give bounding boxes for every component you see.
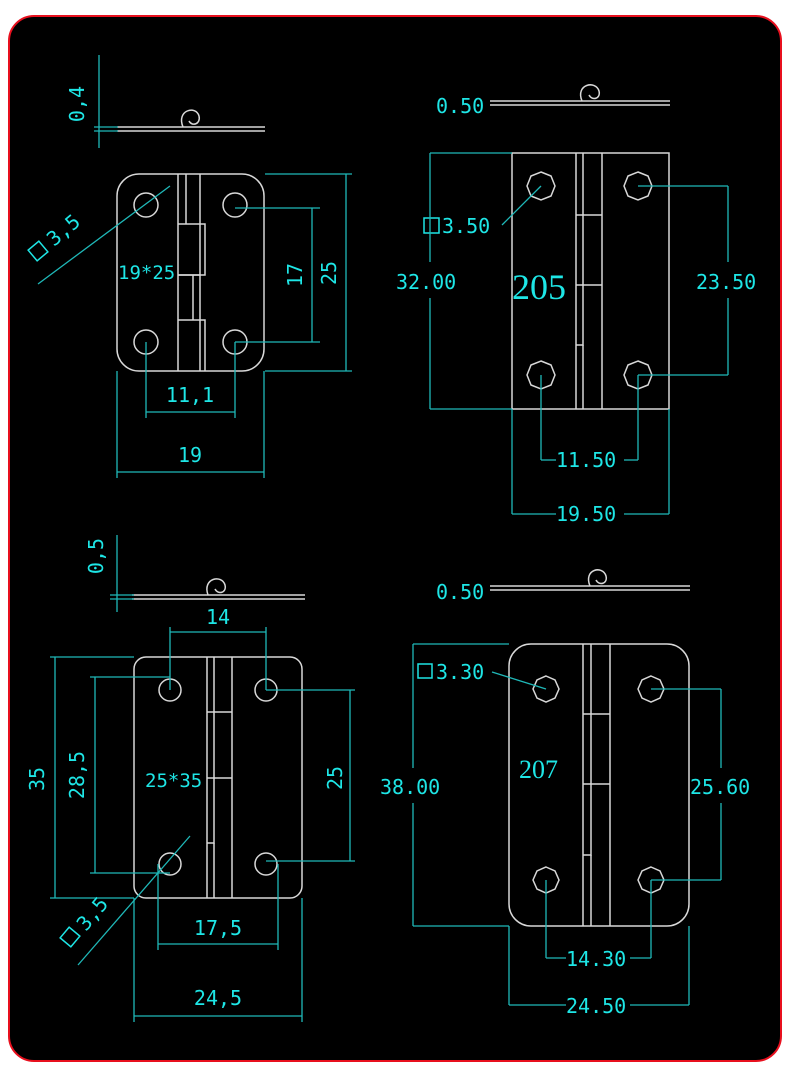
hinge1-height-label: 25 xyxy=(317,261,341,285)
hinge1-thickness-dim: 0,4 xyxy=(65,55,118,148)
hinge3-thickness-dim: 0,5 xyxy=(84,535,134,612)
hinge3-hole-spacing-v-left-label: 28,5 xyxy=(65,751,89,799)
hinge2-hole-label: 3.50 xyxy=(442,214,490,238)
hinge2-side-profile: 0.50 xyxy=(436,84,670,118)
hinge3-hole xyxy=(254,852,278,876)
hinge2-hole xyxy=(623,171,653,201)
square-symbol-icon xyxy=(417,663,433,679)
hinge4-model-label: 207 xyxy=(519,755,558,784)
hinge1-hole-spacing-h-label: 11,1 xyxy=(166,383,214,407)
hinge2-vertical-dim: 23.50 xyxy=(638,185,756,376)
hinge2-plate xyxy=(511,152,670,410)
hinge3-height-label: 35 xyxy=(25,767,49,791)
hinge-25x35: 0,5 25*35 14 35 xyxy=(25,535,355,1022)
hinge2-width-label: 19.50 xyxy=(556,502,616,526)
hinge-19x25: 0,4 19*25 3,5 17 xyxy=(27,55,352,478)
hinge3-plate xyxy=(133,656,303,899)
hinge3-top-hole-dim: 14 xyxy=(169,605,267,690)
hinge1-hole xyxy=(222,192,248,218)
hinge-207: 0.50 207 3.30 38.00 xyxy=(380,569,750,1018)
hinge4-hole xyxy=(532,675,560,703)
hinge4-hole-dim: 3.30 xyxy=(417,660,547,690)
hinge2-model-label: 205 xyxy=(512,267,566,307)
hinge3-side-profile xyxy=(132,578,305,600)
hinge4-hole-label: 3.30 xyxy=(436,660,484,684)
hinge1-thickness-label: 0,4 xyxy=(65,86,89,122)
hinge2-height-label: 32.00 xyxy=(396,270,456,294)
hinge4-height-dim: 38.00 xyxy=(380,643,509,927)
hinge3-bottom-dims: 17,5 24,5 xyxy=(133,864,303,1022)
hinge1-hole xyxy=(133,192,159,218)
hinge4-width-label: 24.50 xyxy=(566,994,626,1018)
hinge4-hole-spacing-h-label: 14.30 xyxy=(566,947,626,971)
hinge3-top-hole-spacing-label: 14 xyxy=(206,605,230,629)
hinge3-size-label: 25*35 xyxy=(145,770,202,792)
hinge1-horizontal-dims: 11,1 19 xyxy=(116,342,265,478)
hinge3-left-dims: 35 28,5 xyxy=(25,656,170,899)
hinge3-hole-dim: 3,5 xyxy=(59,835,191,966)
hinge1-width-label: 19 xyxy=(178,443,202,467)
hinge4-horizontal-dims: 14.30 24.50 xyxy=(508,880,690,1018)
hinge4-hole-spacing-v-label: 25.60 xyxy=(690,775,750,799)
hinge4-hole xyxy=(637,675,665,703)
square-symbol-icon xyxy=(27,240,49,262)
hinge2-hole-dim: 3.50 xyxy=(423,185,542,238)
hinge4-plate xyxy=(508,643,690,927)
hinge4-thickness-label: 0.50 xyxy=(436,580,484,604)
hinge1-hole-spacing-v-label: 17 xyxy=(283,263,307,287)
hinge1-vertical-dims: 17 25 xyxy=(235,173,352,372)
hinge2-height-dim: 32.00 xyxy=(396,152,512,410)
hinge3-width-label: 24,5 xyxy=(194,986,242,1010)
drawing-frame xyxy=(8,15,782,1062)
hinge-205: 0.50 205 3.50 32.00 xyxy=(396,84,756,526)
square-symbol-icon xyxy=(423,217,440,234)
hinge3-hole xyxy=(158,852,182,876)
hinge3-hole-spacing-v-right-label: 25 xyxy=(323,766,347,790)
hinge3-thickness-label: 0,5 xyxy=(84,538,108,574)
hinge2-horizontal-dims: 11.50 19.50 xyxy=(511,375,670,526)
hinge3-hole-spacing-h-label: 17,5 xyxy=(194,916,242,940)
hinge2-hole xyxy=(526,171,556,201)
hinge1-hole-label: 3,5 xyxy=(42,209,85,251)
hinge4-height-label: 38.00 xyxy=(380,775,440,799)
hinge1-size-label: 19*25 xyxy=(118,262,175,284)
hinge4-side-profile: 0.50 xyxy=(436,569,690,604)
hinge4-vertical-dim: 25.60 xyxy=(651,688,750,881)
hinge2-thickness-label: 0.50 xyxy=(436,94,484,118)
hinge1-side-profile xyxy=(117,109,265,132)
hinge2-hole-spacing-v-label: 23.50 xyxy=(696,270,756,294)
hinge3-right-dim: 25 xyxy=(266,689,355,862)
square-symbol-icon xyxy=(59,926,81,948)
hinge2-hole-spacing-h-label: 11.50 xyxy=(556,448,616,472)
